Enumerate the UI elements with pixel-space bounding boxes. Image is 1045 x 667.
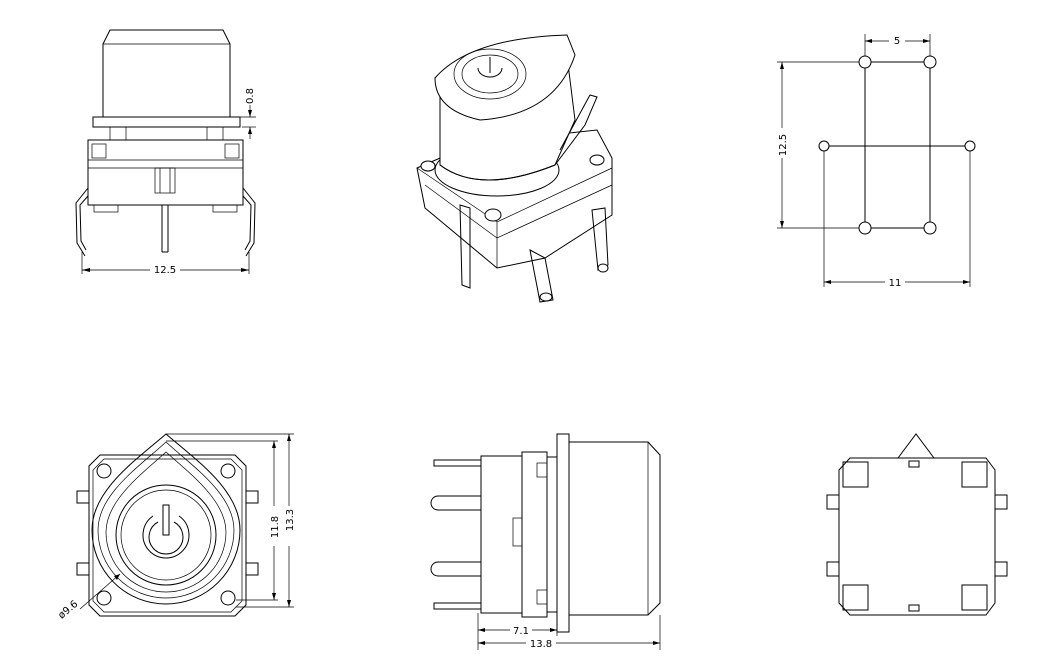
cap-diameter-dim-label: ø9.6 xyxy=(56,599,80,622)
pin-pitch-y-dim-label: 12.5 xyxy=(778,134,789,156)
cap-depth-dim-label: 13.3 xyxy=(285,509,296,531)
pin-span-x-dim-label: 11 xyxy=(889,278,902,289)
front-view: 12.5 0.8 xyxy=(75,29,256,276)
power-icon xyxy=(142,504,190,559)
isometric-view xyxy=(416,34,613,303)
cap-height-dim-label: 11.8 xyxy=(270,516,281,538)
cap-step-dim-label: 0.8 xyxy=(245,88,256,104)
total-length-dim-label: 13.8 xyxy=(530,639,552,650)
body-length-dim-label: 7.1 xyxy=(513,626,529,637)
side-view: 7.1 13.8 xyxy=(430,433,661,650)
pcb-layout-view: 5 12.5 11 xyxy=(776,34,976,289)
front-width-dim-label: 12.5 xyxy=(154,265,176,276)
pin-pitch-x-dim-label: 5 xyxy=(894,36,900,47)
top-view: 11.8 13.3 ø9.6 xyxy=(56,433,296,622)
bottom-view xyxy=(826,433,1008,616)
